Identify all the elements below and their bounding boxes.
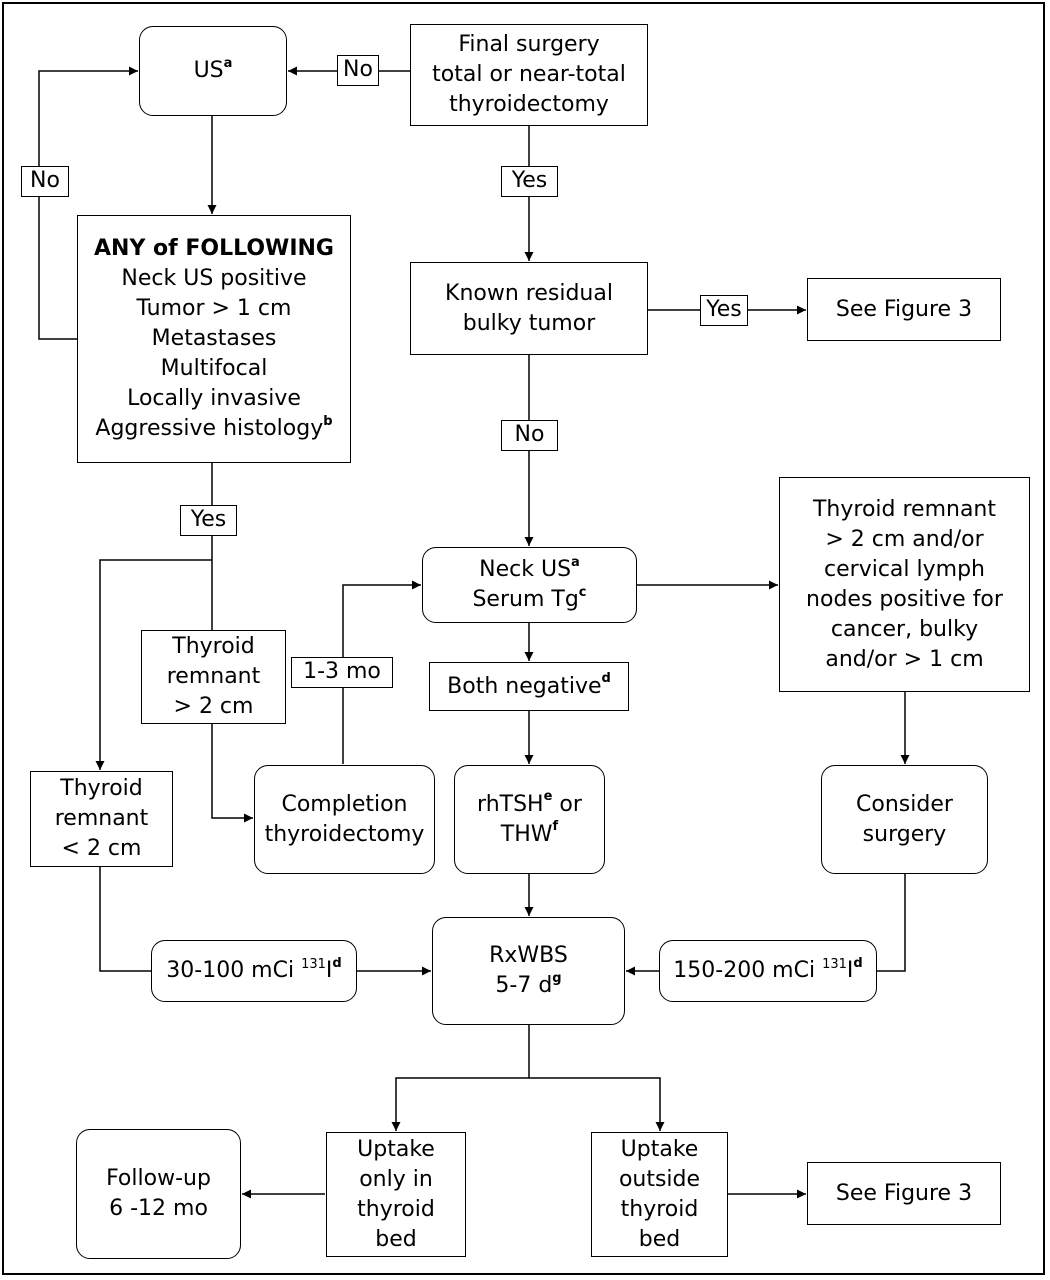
thyroid-remnant-gt2-node: Thyroid remnant > 2 cm bbox=[141, 630, 286, 724]
edge-label-no-top: No bbox=[337, 55, 379, 86]
edge-label-no-left: No bbox=[21, 166, 69, 197]
edge-label-no-residual: No bbox=[501, 420, 558, 451]
edge-rxwbs-to-outside bbox=[529, 1077, 665, 1131]
us-node: USa bbox=[139, 26, 287, 116]
edge-label-months: 1-3 mo bbox=[291, 657, 393, 688]
edge-completion-to-neckus bbox=[342, 580, 421, 764]
edge-remnant-gt2-to-completion bbox=[211, 724, 253, 823]
edge-rxwbs-split bbox=[391, 1025, 530, 1131]
uptake-outside-thyroid-bed-node: Uptake outside thyroid bed bbox=[591, 1132, 728, 1257]
edge-any-to-remnant-lt2 bbox=[95, 559, 212, 770]
neck-us-serum-tg-node: Neck USa Serum Tgc bbox=[422, 547, 637, 623]
known-residual-tumor-node: Known residual bulky tumor bbox=[410, 262, 648, 355]
edge-label-yes-final: Yes bbox=[501, 166, 558, 197]
edge-label-yes-any: Yes bbox=[180, 505, 237, 536]
consider-surgery-node: Consider surgery bbox=[821, 765, 988, 874]
see-figure-3-top: See Figure 3 bbox=[807, 278, 1001, 341]
edge-label-yes-residual: Yes bbox=[700, 295, 748, 326]
both-negative-node: Both negatived bbox=[429, 662, 629, 711]
completion-thyroidectomy-node: Completion thyroidectomy bbox=[254, 765, 435, 874]
any-of-following-node: ANY of FOLLOWING Neck US positive Tumor … bbox=[77, 215, 351, 463]
thyroid-remnant-lt2-node: Thyroid remnant < 2 cm bbox=[30, 771, 173, 867]
see-figure-3-bottom: See Figure 3 bbox=[807, 1162, 1001, 1225]
rhtsh-thw-node: rhTSHe or THWf bbox=[454, 765, 605, 874]
follow-up-node: Follow-up 6 -12 mo bbox=[76, 1129, 241, 1259]
edge-any-to-us bbox=[38, 66, 138, 340]
final-surgery-node: Final surgery total or near-total thyroi… bbox=[410, 24, 648, 126]
rxwbs-node: RxWBS 5-7 dg bbox=[432, 917, 625, 1025]
dose-high-node: 150-200 mCi 131Id bbox=[659, 940, 877, 1002]
thyroid-remnant-cervical-node: Thyroid remnant > 2 cm and/or cervical l… bbox=[779, 477, 1030, 692]
dose-low-node: 30-100 mCi 131Id bbox=[151, 940, 357, 1002]
uptake-only-thyroid-bed-node: Uptake only in thyroid bed bbox=[326, 1132, 466, 1257]
